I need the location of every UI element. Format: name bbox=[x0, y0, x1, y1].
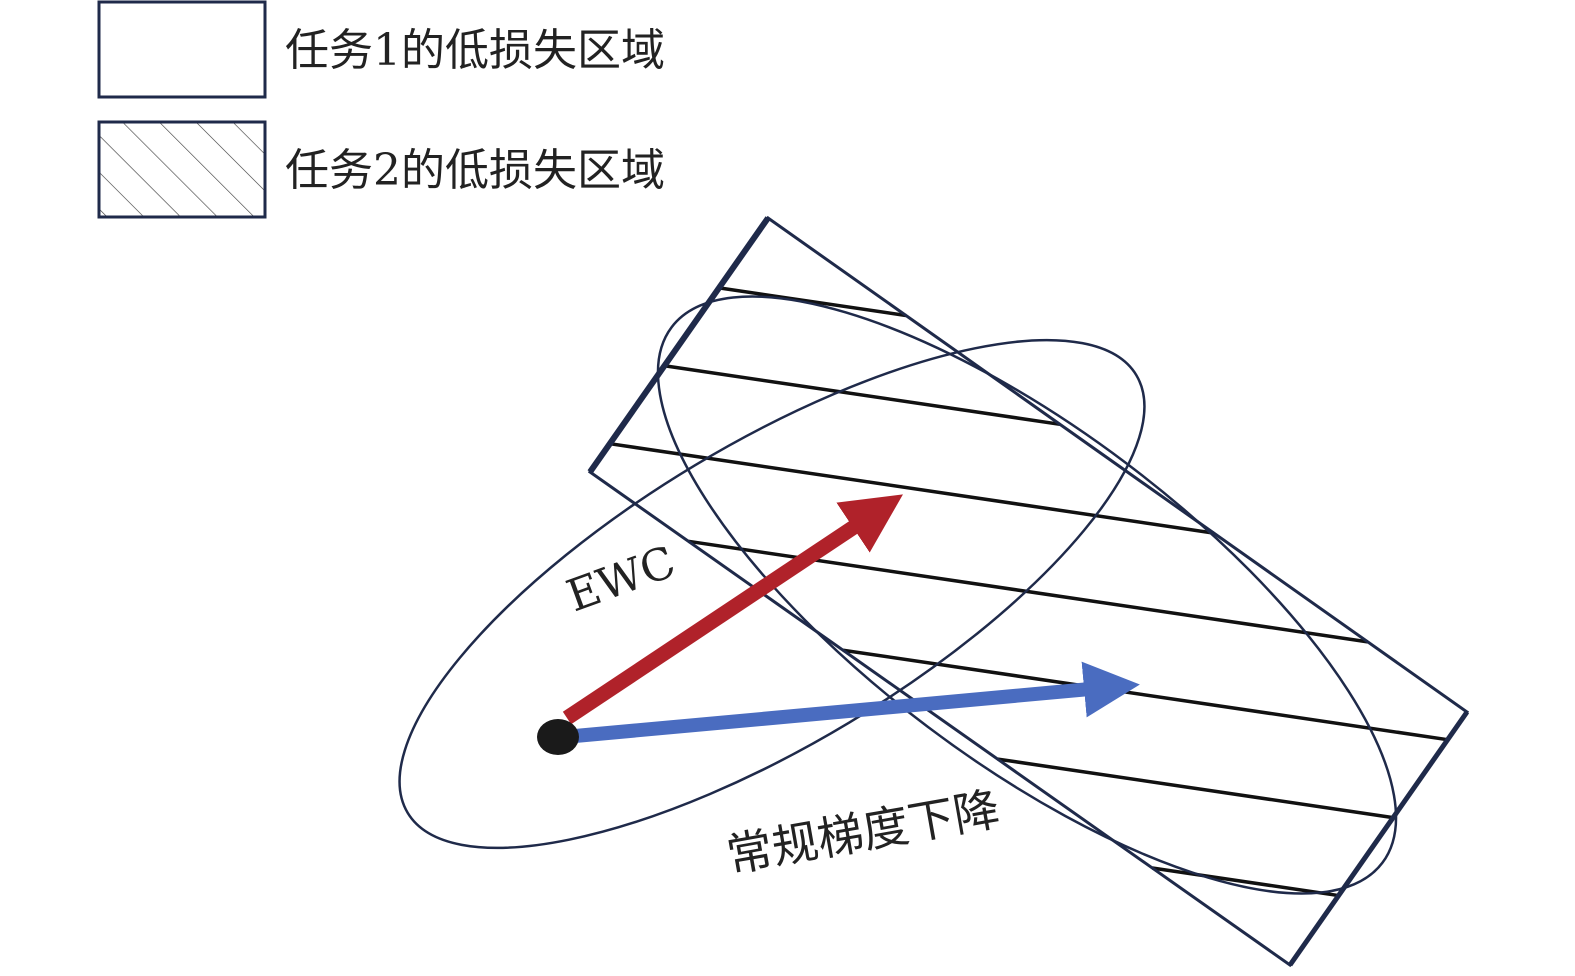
task2-rectangle-edge bbox=[1287, 710, 1470, 967]
legend-swatch-task1 bbox=[97, 0, 267, 99]
legend-swatch-task2 bbox=[97, 120, 267, 219]
task2-region bbox=[587, 215, 1470, 968]
ewc-arrow bbox=[562, 494, 903, 725]
task2-region-ellipse bbox=[656, 295, 1398, 895]
hatch-line bbox=[718, 286, 907, 318]
legend: 任务1的低损失区域 任务2的低损失区域 bbox=[97, 0, 665, 219]
task1-region-ellipse bbox=[398, 338, 1146, 850]
hatch-line bbox=[609, 441, 1215, 535]
task2-rectangle-edge bbox=[587, 216, 771, 474]
hatch-line bbox=[842, 648, 1448, 742]
start-point-dot bbox=[537, 719, 579, 755]
hatch-line bbox=[997, 757, 1394, 820]
task2-hatching bbox=[609, 286, 1448, 898]
sgd-label: 常规梯度下降 bbox=[723, 782, 1004, 883]
hatch-line bbox=[688, 539, 1369, 644]
hatch-line bbox=[1151, 866, 1339, 898]
sgd-arrow bbox=[574, 661, 1140, 743]
legend-label-task1: 任务1的低损失区域 bbox=[285, 25, 665, 76]
legend-label-task2: 任务2的低损失区域 bbox=[285, 145, 665, 196]
hatch-line bbox=[664, 364, 1061, 427]
ewc-label: EWC bbox=[560, 536, 682, 622]
